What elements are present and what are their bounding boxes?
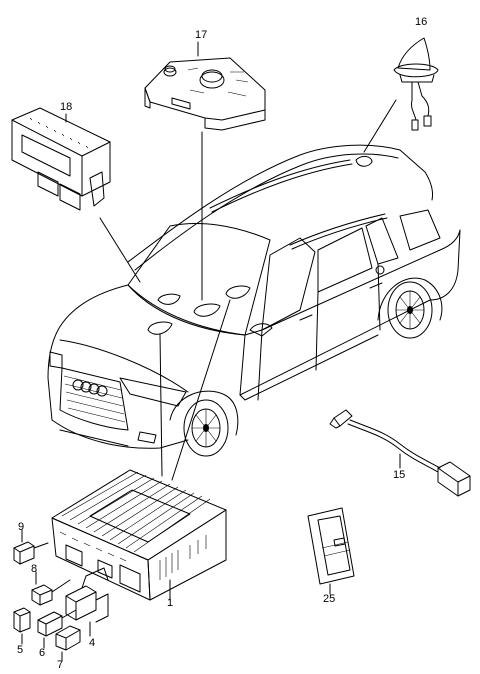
location-tag-display bbox=[157, 293, 181, 305]
label-part-7: 7 bbox=[57, 659, 64, 671]
label-part-1: 1 bbox=[167, 597, 174, 609]
vehicle-roof bbox=[127, 144, 433, 263]
vehicle-headlight bbox=[119, 377, 187, 407]
label-part-6: 6 bbox=[39, 647, 46, 659]
antenna-mount-spot bbox=[355, 155, 373, 167]
part-25-card bbox=[307, 507, 355, 595]
part-6-connector bbox=[37, 609, 77, 637]
vehicle-bumper bbox=[51, 419, 189, 449]
part-15-cable bbox=[329, 409, 471, 497]
part-1-radio-unit bbox=[51, 299, 231, 601]
part-7-connector bbox=[55, 625, 81, 651]
label-part-18: 18 bbox=[60, 101, 73, 113]
part-17-control-panel bbox=[144, 41, 266, 301]
part-5-connector bbox=[13, 607, 31, 633]
vehicle-windshield bbox=[127, 223, 271, 336]
vehicle-rear-wheel bbox=[377, 277, 443, 339]
vehicle-front-wheel bbox=[169, 390, 239, 457]
vehicle-logo bbox=[72, 379, 108, 397]
vehicle-hood bbox=[47, 284, 129, 421]
vehicle-roof-rail bbox=[209, 159, 351, 209]
location-tag-right bbox=[225, 285, 251, 299]
vehicle-grille bbox=[59, 367, 129, 431]
label-part-16: 16 bbox=[415, 16, 428, 28]
location-tag-radio bbox=[147, 321, 173, 335]
label-part-9: 9 bbox=[18, 521, 25, 533]
part-18-control-unit bbox=[11, 107, 141, 283]
label-part-5: 5 bbox=[17, 644, 24, 656]
label-part-4: 4 bbox=[89, 637, 96, 649]
vehicle-side-windows bbox=[261, 237, 316, 331]
vehicle-body-side bbox=[239, 229, 461, 396]
part-4-connector bbox=[65, 567, 109, 623]
vehicle bbox=[47, 144, 461, 457]
label-part-15: 15 bbox=[393, 469, 406, 481]
part-9-connector bbox=[13, 541, 49, 565]
label-part-8: 8 bbox=[31, 563, 38, 575]
label-part-25: 25 bbox=[323, 593, 336, 605]
location-tag-control bbox=[193, 303, 221, 317]
vehicle-mirror bbox=[249, 323, 273, 337]
part-8-connector bbox=[31, 579, 71, 606]
part-16-antenna bbox=[363, 37, 439, 153]
label-part-17: 17 bbox=[195, 29, 208, 41]
